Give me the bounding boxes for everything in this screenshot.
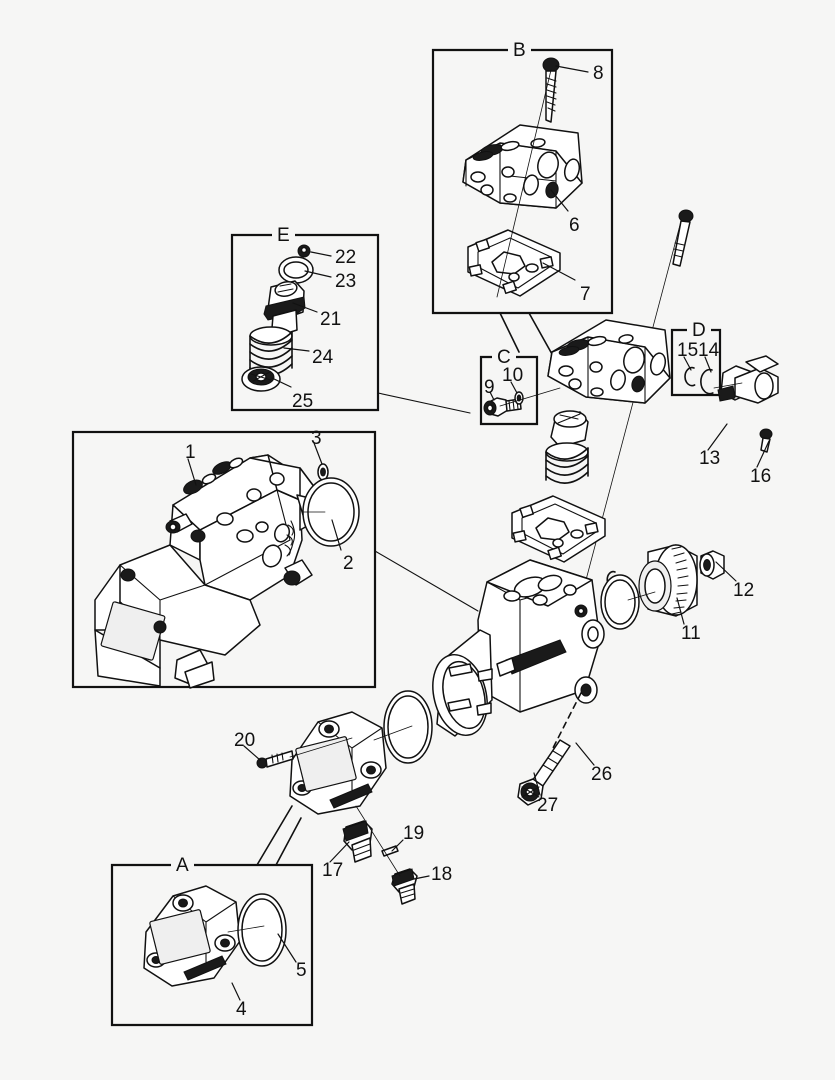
small-snap-ring-15	[684, 366, 696, 387]
valve-screw-16	[759, 428, 773, 453]
part-label-25: 25	[292, 391, 314, 412]
part-label-6: 6	[569, 215, 580, 236]
part-label-8: 8	[593, 63, 604, 84]
box-b-contents	[462, 57, 589, 298]
part-label-7: 7	[580, 284, 591, 305]
part-label-19: 19	[403, 823, 425, 844]
detail-box-label-e: E	[272, 226, 295, 245]
assembled-spring-seat	[545, 410, 589, 484]
pump-barrel	[432, 629, 493, 737]
valve-body-21	[263, 280, 306, 336]
gasket-assembled	[511, 495, 606, 563]
part-label-5: 5	[296, 960, 307, 981]
cover-o-ring-assembled	[383, 690, 433, 764]
box-a-contents	[143, 885, 297, 1001]
central-pump-housing	[432, 559, 605, 737]
detail-box-label-b: B	[508, 41, 531, 60]
part-label-11: 11	[681, 623, 701, 644]
valve-spring-24	[249, 326, 293, 376]
box-d-contents	[683, 356, 714, 395]
part-label-12: 12	[733, 580, 755, 601]
part-label-17: 17	[322, 860, 344, 881]
part-label-14: 14	[698, 340, 720, 361]
injection-pump-assembly-1	[94, 454, 333, 689]
plug-fitting-17	[342, 820, 373, 863]
cover-o-ring-5	[237, 893, 287, 967]
part-label-21: 21	[320, 309, 342, 330]
long-bolt-8	[542, 57, 560, 123]
spring-seat-25	[241, 366, 281, 392]
o-ring-small-23	[278, 256, 314, 284]
small-plug-18	[391, 868, 418, 905]
main-pump-box-contents	[94, 442, 360, 689]
detail-box-label-c: C	[492, 348, 516, 367]
part-label-18: 18	[431, 864, 453, 885]
valve-housing-6	[462, 124, 583, 209]
part-label-16: 16	[750, 466, 772, 487]
detail-box-frames	[71, 48, 722, 1027]
part-label-1: 1	[185, 442, 196, 463]
stud-bolt-group	[517, 692, 595, 806]
box-c-contents	[483, 381, 561, 417]
box-e-contents	[241, 244, 332, 392]
part-label-22: 22	[335, 247, 357, 268]
part-label-10: 10	[502, 365, 524, 386]
stud-nut-27	[517, 778, 544, 806]
part-label-27: 27	[537, 795, 559, 816]
detail-box-label-d: D	[687, 321, 711, 340]
valve-nut-22	[297, 244, 311, 258]
solenoid-valve-13	[717, 355, 779, 404]
part-label-3: 3	[311, 428, 322, 449]
o-ring-drive	[600, 574, 640, 630]
part-label-23: 23	[335, 271, 357, 292]
upper-valve-assembly	[511, 209, 779, 596]
part-label-15: 15	[677, 340, 699, 361]
pump-cover-4	[143, 885, 241, 987]
detail-box-label-a: A	[171, 856, 194, 875]
part-label-4: 4	[236, 999, 247, 1020]
part-label-13: 13	[699, 448, 721, 469]
valve-housing-main	[547, 319, 671, 404]
part-label-20: 20	[234, 730, 256, 751]
washer-3	[317, 463, 329, 481]
part-label-9: 9	[484, 377, 495, 398]
part-label-2: 2	[343, 553, 354, 574]
pump-side-fitting	[165, 513, 193, 534]
part-label-24: 24	[312, 347, 334, 368]
housing-gasket-7	[467, 229, 561, 297]
short-bolt-20	[256, 750, 294, 769]
drive-gear-11	[638, 544, 698, 617]
large-snap-ring-14	[700, 368, 714, 395]
small-washer-10	[514, 391, 524, 405]
drive-gear-group	[600, 544, 737, 630]
part-label-26: 26	[591, 764, 613, 785]
pump-cover-group	[243, 690, 433, 905]
gear-nut-12	[699, 550, 725, 580]
pump-cover-assembled	[289, 711, 387, 815]
